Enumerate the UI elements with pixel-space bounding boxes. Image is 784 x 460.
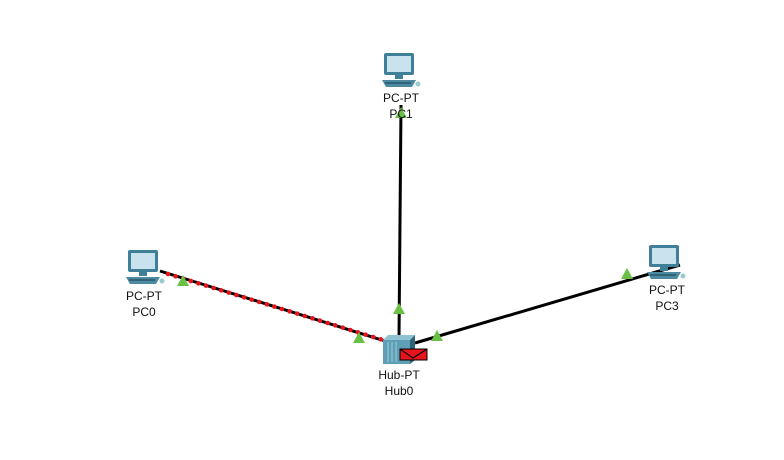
packet-dot [363, 332, 368, 337]
device-type: PC-PT [126, 289, 162, 303]
pc1-label: PC-PT PC1 [361, 90, 441, 122]
link-up-icon [431, 330, 443, 341]
packet-dot [378, 337, 384, 342]
device-type: PC-PT [649, 283, 685, 297]
device-type: Hub-PT [378, 368, 420, 382]
packet-dot [234, 292, 239, 298]
pc3-label: PC-PT PC3 [627, 282, 707, 314]
device-type: PC-PT [383, 91, 419, 105]
packet-dot [340, 325, 346, 330]
packet-dot [203, 283, 209, 288]
packet-dot [196, 281, 201, 286]
packet-trail [165, 271, 399, 347]
device-name: PC1 [389, 107, 413, 121]
pc1-icon[interactable] [382, 53, 421, 87]
link-status-triangles [177, 107, 633, 343]
pc0-icon[interactable] [126, 250, 165, 284]
packet-dot [348, 327, 353, 333]
link-up-icon [393, 303, 405, 314]
packet-dot [370, 334, 376, 340]
packet-dot [188, 278, 194, 284]
packet-dot [302, 313, 308, 319]
packet-dot [211, 285, 216, 291]
link-up-icon [395, 107, 407, 118]
packet-dot [264, 302, 270, 307]
packet-dot [226, 290, 232, 295]
packet-dot [332, 323, 338, 328]
pc3-icon[interactable] [647, 245, 686, 279]
packet-dot [310, 316, 315, 321]
pc0-label: PC-PT PC0 [104, 288, 184, 320]
packet-dot [325, 320, 330, 326]
packet-dot [256, 299, 262, 305]
device-name: PC3 [655, 299, 679, 313]
packet-dot [241, 295, 247, 300]
packet-dot [165, 271, 171, 277]
hub0-label: Hub-PT Hub0 [359, 367, 439, 399]
packet-dot [294, 311, 300, 316]
link-up-icon [621, 268, 633, 279]
packet-dot [272, 304, 277, 309]
link-pc0-hub0[interactable] [159, 269, 399, 347]
pdu-envelope-icon[interactable] [399, 348, 428, 361]
packet-dot [173, 274, 178, 279]
packet-dot [279, 306, 285, 312]
packet-dot [317, 318, 323, 323]
device-name: PC0 [132, 305, 156, 319]
packet-dot [218, 288, 224, 293]
packet-dot [287, 309, 292, 314]
packet-dot [249, 297, 254, 302]
link-pc3-hub0[interactable] [414, 263, 681, 345]
link-up-icon [177, 275, 189, 286]
link-up-icon [353, 332, 365, 343]
link-pc1-hub0[interactable] [397, 104, 403, 339]
device-name: Hub0 [384, 384, 414, 398]
